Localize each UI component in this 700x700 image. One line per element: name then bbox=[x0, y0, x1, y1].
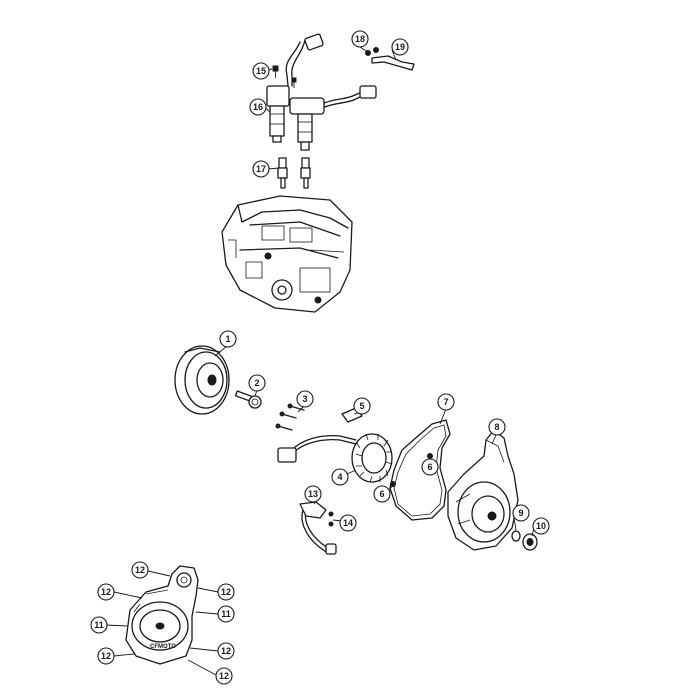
svg-text:12: 12 bbox=[101, 651, 111, 661]
callout-11-left: 11 bbox=[90, 616, 108, 634]
svg-text:18: 18 bbox=[355, 34, 365, 44]
cover-logo: CFMOTO bbox=[150, 644, 176, 650]
svg-text:4: 4 bbox=[337, 472, 342, 482]
svg-text:9: 9 bbox=[518, 508, 523, 518]
svg-text:7: 7 bbox=[443, 397, 448, 407]
callout-12-bottom: 12 bbox=[215, 667, 233, 685]
svg-text:12: 12 bbox=[219, 671, 229, 681]
coil-bolt bbox=[272, 65, 297, 88]
svg-text:2: 2 bbox=[254, 378, 259, 388]
callout-2: 2 bbox=[248, 374, 266, 392]
callout-12-lower-left: 12 bbox=[97, 647, 115, 665]
svg-text:11: 11 bbox=[221, 609, 231, 619]
callout-3: 3 bbox=[296, 390, 314, 408]
callout-17: 17 bbox=[252, 160, 270, 178]
svg-text:12: 12 bbox=[221, 646, 231, 656]
svg-text:12: 12 bbox=[221, 587, 231, 597]
crank-sensor bbox=[299, 501, 337, 555]
ignition-coil-left bbox=[266, 33, 324, 143]
callout-14: 14 bbox=[339, 514, 357, 532]
callout-19: 19 bbox=[391, 38, 409, 56]
svg-text:12: 12 bbox=[135, 565, 145, 575]
cover-plug bbox=[522, 533, 538, 551]
callout-11-right: 11 bbox=[217, 605, 235, 623]
spark-plug bbox=[277, 157, 311, 189]
svg-text:13: 13 bbox=[308, 489, 318, 499]
callout-6-lower: 6 bbox=[373, 485, 391, 503]
svg-text:8: 8 bbox=[494, 422, 499, 432]
svg-text:1: 1 bbox=[225, 334, 230, 344]
callout-9: 9 bbox=[512, 504, 530, 522]
ignition-coil-right bbox=[289, 85, 377, 151]
svg-text:17: 17 bbox=[256, 164, 266, 174]
svg-text:5: 5 bbox=[359, 401, 364, 411]
callout-16: 16 bbox=[249, 98, 267, 116]
callout-7: 7 bbox=[437, 393, 455, 411]
o-ring bbox=[511, 530, 521, 542]
sensor-bracket bbox=[365, 47, 415, 71]
svg-text:16: 16 bbox=[253, 102, 263, 112]
callout-12-top: 12 bbox=[131, 561, 149, 579]
svg-text:15: 15 bbox=[256, 66, 266, 76]
outer-cover-assembly: CFMOTO bbox=[125, 565, 199, 665]
svg-text:10: 10 bbox=[536, 521, 546, 531]
svg-text:19: 19 bbox=[395, 42, 405, 52]
stator bbox=[277, 433, 393, 483]
callout-15: 15 bbox=[252, 62, 270, 80]
svg-text:6: 6 bbox=[427, 462, 432, 472]
callout-8: 8 bbox=[488, 418, 506, 436]
cover-gasket bbox=[389, 419, 451, 521]
flywheel-bolt bbox=[234, 390, 262, 409]
engine-block bbox=[221, 195, 353, 313]
callout-6-upper: 6 bbox=[421, 458, 439, 476]
callout-18: 18 bbox=[351, 30, 369, 48]
svg-text:6: 6 bbox=[379, 489, 384, 499]
svg-text:11: 11 bbox=[94, 620, 104, 630]
callout-13: 13 bbox=[304, 485, 322, 503]
callout-1: 1 bbox=[219, 330, 237, 348]
callout-12-lower-right: 12 bbox=[217, 642, 235, 660]
generator-cover bbox=[447, 429, 519, 551]
callout-4: 4 bbox=[331, 468, 349, 486]
callout-12-upper-left: 12 bbox=[97, 583, 115, 601]
flywheel bbox=[174, 345, 230, 415]
svg-text:12: 12 bbox=[101, 587, 111, 597]
callout-5: 5 bbox=[353, 397, 371, 415]
callout-12-upper-right: 12 bbox=[217, 583, 235, 601]
callout-10: 10 bbox=[532, 517, 550, 535]
stator-bolts bbox=[275, 403, 305, 431]
svg-text:14: 14 bbox=[343, 518, 353, 528]
svg-text:3: 3 bbox=[302, 394, 307, 404]
